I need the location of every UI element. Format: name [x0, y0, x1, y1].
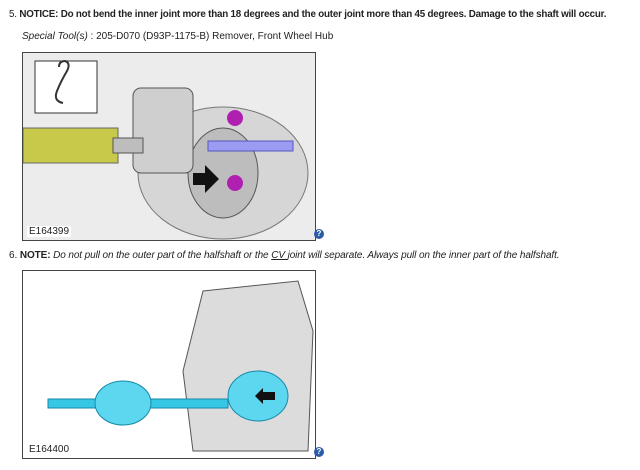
special-tool-text: : 205-D070 (D93P-1175-B) Remover, Front … [87, 31, 334, 42]
step-5-notice: 5. NOTICE: Do not bend the inner joint m… [9, 9, 636, 20]
step-6-note: 6. NOTE: Do not pull on the outer part o… [9, 250, 636, 261]
special-tool-label: Special Tool(s) [22, 31, 88, 42]
hub-remover-illustration [22, 53, 315, 240]
figure-id: E164400 [27, 444, 72, 455]
figure-e164399[interactable]: E164399 [22, 52, 316, 241]
step-number: 6. [9, 250, 18, 261]
note-label: NOTE: [19, 250, 51, 261]
notice-label: NOTICE: [19, 9, 59, 20]
halfshaft-illustration [47, 280, 314, 452]
figure-e164400[interactable]: E164400 [22, 270, 316, 459]
help-icon[interactable]: ? [314, 229, 324, 239]
special-tool-line: Special Tool(s) : 205-D070 (D93P-1175-B)… [22, 31, 333, 42]
note-text: Do not pull on the outer part of the hal… [53, 250, 272, 261]
step-number: 5. [9, 9, 17, 20]
note-text-end: joint will separate. Always pull on the … [287, 250, 560, 261]
notice-text: Do not bend the inner joint more than 18… [60, 9, 607, 20]
help-icon[interactable]: ? [314, 447, 324, 457]
figure-id: E164399 [27, 226, 72, 237]
cv-link[interactable]: CV [271, 250, 288, 261]
